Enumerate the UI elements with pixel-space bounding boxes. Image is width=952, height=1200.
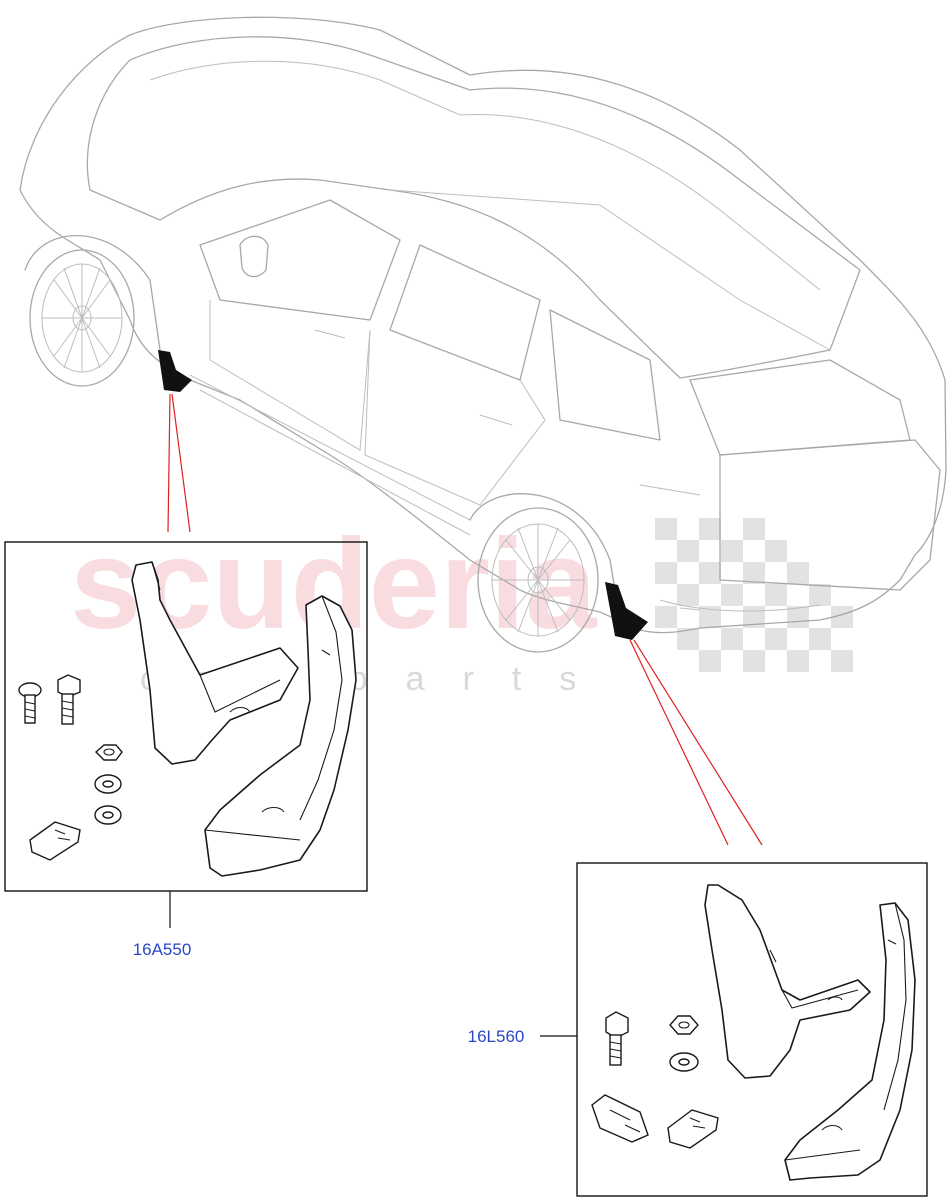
front-door <box>209 300 371 451</box>
washer-1 <box>94 774 122 794</box>
sill-line-lower <box>199 389 471 536</box>
rear-washer <box>669 1052 699 1072</box>
kit-frame-rear <box>576 862 928 1197</box>
part-label-16A550[interactable]: 16A550 <box>133 940 192 959</box>
rear-mudflap-right <box>784 902 916 1181</box>
quarter-window <box>549 309 661 441</box>
part-label-16L560[interactable]: 16L560 <box>468 1027 525 1046</box>
nut <box>94 744 123 761</box>
rear-wheel <box>469 493 621 653</box>
side-mirror <box>239 235 269 278</box>
rear-clip-1 <box>591 1094 649 1143</box>
front-door-handle <box>314 329 346 339</box>
rear-mudflap-kit: 16L560 <box>468 862 928 1197</box>
front-wheel <box>24 234 161 387</box>
front-mudflap-kit: 16A550 <box>4 541 368 959</box>
rear-door <box>364 329 546 506</box>
roof-edge <box>389 189 831 351</box>
rear-lamp <box>639 484 701 496</box>
bolt-2 <box>57 674 81 725</box>
tailgate <box>719 439 941 591</box>
reflector <box>679 607 701 611</box>
kit-frame-front <box>4 541 368 892</box>
washer-2 <box>94 805 122 825</box>
rear-clip-2 <box>667 1109 719 1149</box>
front-mudflap-left <box>131 561 299 765</box>
roof-rail <box>149 60 821 291</box>
rear-door-window <box>389 244 541 381</box>
rear-door-handle <box>479 414 513 426</box>
rear-mudflap-left <box>704 884 871 1079</box>
pointer-lines <box>167 393 763 846</box>
rear-window <box>689 359 911 456</box>
rear-mudflap-location <box>605 582 648 640</box>
bolt-1 <box>18 682 42 724</box>
front-window <box>199 199 401 321</box>
front-mudflap-right <box>204 595 357 877</box>
rear-bumper-line <box>659 599 821 612</box>
body-outline <box>19 16 947 634</box>
clip <box>29 821 81 861</box>
front-mudflap-location <box>158 350 192 392</box>
rear-nut <box>669 1015 699 1035</box>
sill-line <box>189 374 471 521</box>
rear-bolt <box>605 1011 629 1066</box>
vehicle-illustration <box>19 16 947 653</box>
roof <box>86 36 861 379</box>
watermark-checker-flag <box>655 518 853 672</box>
